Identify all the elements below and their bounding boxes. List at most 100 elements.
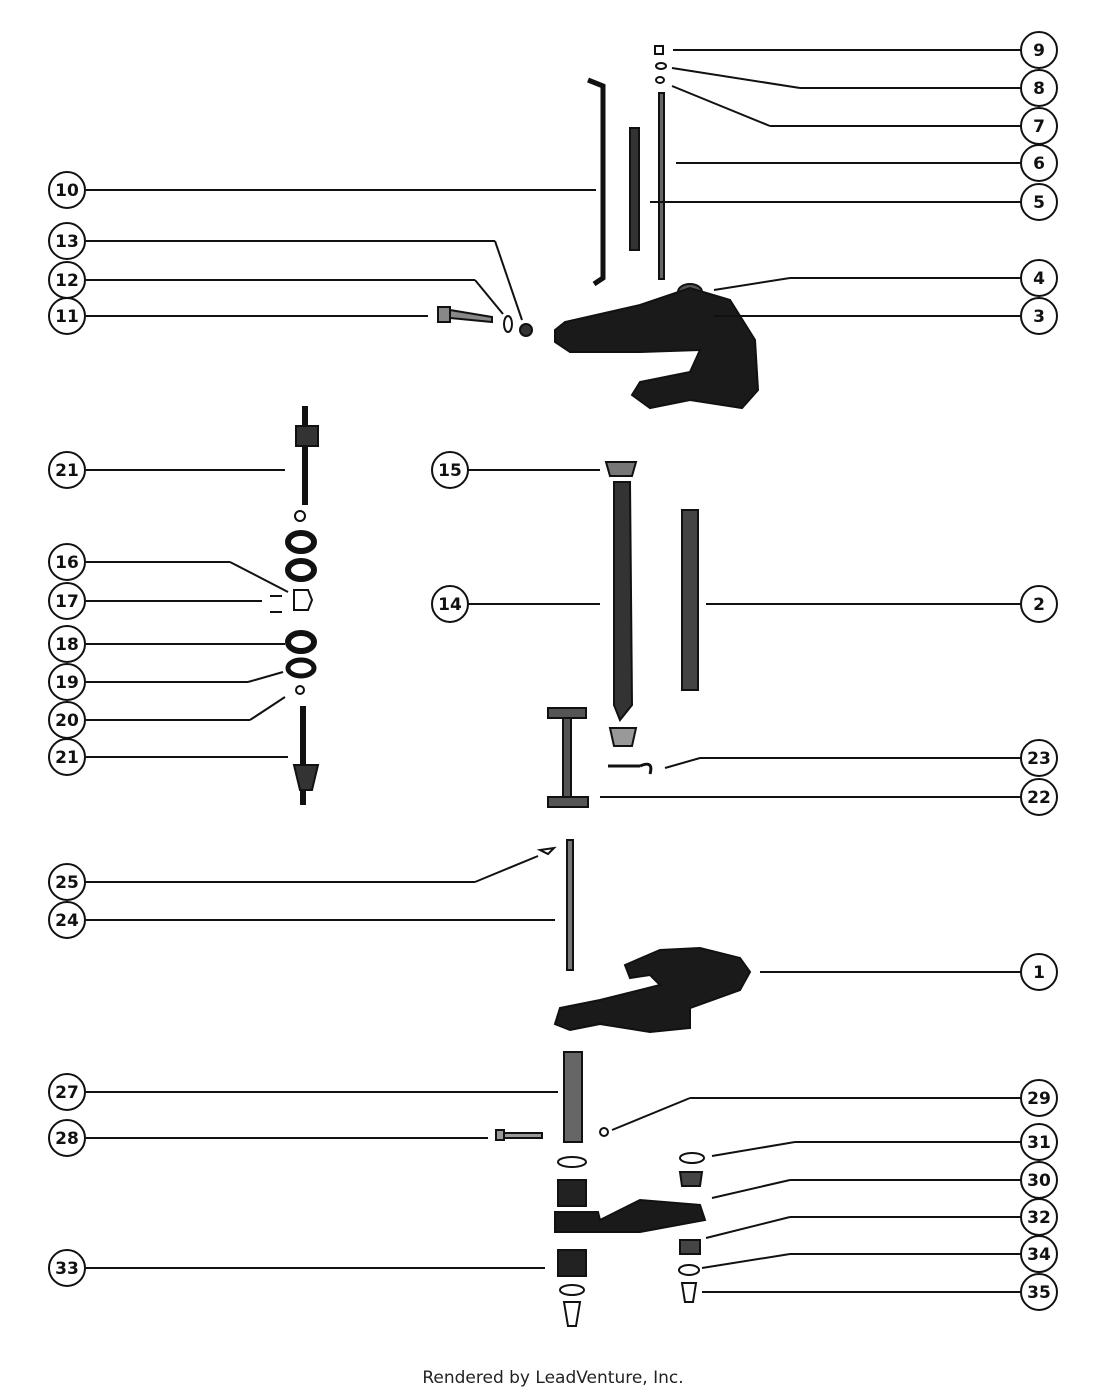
sleeve-part: [563, 1051, 583, 1143]
key-part: [293, 589, 314, 611]
lower-swivel-bracket: [553, 946, 752, 1034]
callout-4: 4: [1020, 259, 1058, 297]
callout-24: 24: [48, 901, 86, 939]
callout-12: 12: [48, 261, 86, 299]
callout-28: 28: [48, 1119, 86, 1157]
callout-34: 34: [1020, 1235, 1058, 1273]
seal-part: [285, 558, 317, 582]
callout-label: 35: [1027, 1283, 1051, 1303]
callout-18: 18: [48, 625, 86, 663]
cotter-part: [536, 846, 557, 856]
screw-part: [680, 1282, 698, 1303]
callout-label: 8: [1033, 79, 1045, 99]
callout-label: 14: [438, 595, 462, 615]
threaded-rod-part: [629, 127, 640, 251]
washer-part: [678, 1264, 700, 1276]
callout-16: 16: [48, 543, 86, 581]
upper-swivel-bracket: [554, 286, 760, 410]
callout-21-lower: 21: [48, 738, 86, 776]
callout-32: 32: [1020, 1198, 1058, 1236]
callout-35: 35: [1020, 1273, 1058, 1311]
callout-9: 9: [1020, 31, 1058, 69]
callout-label: 28: [55, 1129, 79, 1149]
callout-label: 10: [55, 181, 79, 201]
callout-label: 21: [55, 748, 79, 768]
long-rod-part: [658, 92, 665, 280]
callout-25: 25: [48, 863, 86, 901]
swivel-shaft-part: [613, 481, 634, 722]
bolt-nut-part: [519, 323, 533, 337]
bent-rod-part: [587, 77, 606, 287]
callout-label: 34: [1027, 1245, 1051, 1265]
callout-21-upper: 21: [48, 451, 86, 489]
callout-27: 27: [48, 1073, 86, 1111]
callout-label: 23: [1027, 749, 1051, 769]
callout-label: 15: [438, 461, 462, 481]
callout-label: 22: [1027, 788, 1051, 808]
callout-label: 13: [55, 232, 79, 252]
bottom-bushing-part: [608, 727, 638, 747]
washer-part: [679, 1152, 705, 1164]
callout-label: 25: [55, 873, 79, 893]
callout-label: 19: [55, 673, 79, 693]
callout-13: 13: [48, 222, 86, 260]
washer-part: [557, 1156, 587, 1168]
top-bushing-part: [604, 461, 638, 477]
callout-label: 3: [1033, 307, 1045, 327]
callout-label: 2: [1033, 595, 1045, 615]
ring-part: [294, 510, 306, 522]
callout-label: 5: [1033, 193, 1045, 213]
callouts: 9 8 7 6 5 4 3 2 23 22 1 29 31 30 32 34 3…: [48, 31, 1058, 1311]
callout-label: 18: [55, 635, 79, 655]
pin-part: [270, 595, 282, 613]
callout-33: 33: [48, 1249, 86, 1287]
callout-label: 11: [55, 307, 79, 327]
callout-label: 32: [1027, 1208, 1051, 1228]
ring-part: [295, 685, 305, 695]
callout-3: 3: [1020, 297, 1058, 335]
seal-part: [285, 630, 317, 654]
pin-rod-part: [566, 839, 574, 971]
mount-part: [557, 1249, 587, 1277]
callout-label: 12: [55, 271, 79, 291]
callout-7: 7: [1020, 107, 1058, 145]
long-bolt-part: [495, 1129, 543, 1141]
callout-29: 29: [1020, 1079, 1058, 1117]
footer-credit: Rendered by LeadVenture, Inc.: [422, 1368, 684, 1388]
callout-label: 33: [55, 1259, 79, 1279]
callout-10: 10: [48, 171, 86, 209]
callout-label: 30: [1027, 1171, 1051, 1191]
callout-label: 1: [1033, 963, 1045, 983]
small-ring-part: [655, 76, 665, 84]
mount-part: [557, 1179, 587, 1207]
callout-label: 21: [55, 461, 79, 481]
callout-17: 17: [48, 582, 86, 620]
small-washer-part: [655, 62, 667, 70]
tube-part: [681, 509, 699, 691]
callout-label: 29: [1027, 1089, 1051, 1109]
bolt-washer-part: [503, 315, 513, 333]
callout-label: 20: [55, 711, 79, 731]
callout-label: 27: [55, 1083, 79, 1103]
callout-2: 2: [1020, 585, 1058, 623]
lower-shaft-head: [292, 764, 320, 791]
callout-label: 31: [1027, 1133, 1051, 1153]
callout-label: 17: [55, 592, 79, 612]
seal-part: [285, 530, 317, 554]
small-nut-part: [599, 1127, 609, 1137]
callout-1: 1: [1020, 953, 1058, 991]
callout-22: 22: [1020, 778, 1058, 816]
upper-shaft-head: [295, 425, 319, 447]
callout-30: 30: [1020, 1161, 1058, 1199]
callout-14: 14: [431, 585, 469, 623]
callout-19: 19: [48, 663, 86, 701]
screw-part: [562, 1301, 582, 1327]
callout-label: 6: [1033, 154, 1045, 174]
callout-6: 6: [1020, 144, 1058, 182]
callout-31: 31: [1020, 1123, 1058, 1161]
callout-label: 24: [55, 911, 79, 931]
mount-part: [678, 1171, 704, 1187]
bolt-part: [437, 306, 493, 324]
washer-part: [559, 1284, 585, 1296]
